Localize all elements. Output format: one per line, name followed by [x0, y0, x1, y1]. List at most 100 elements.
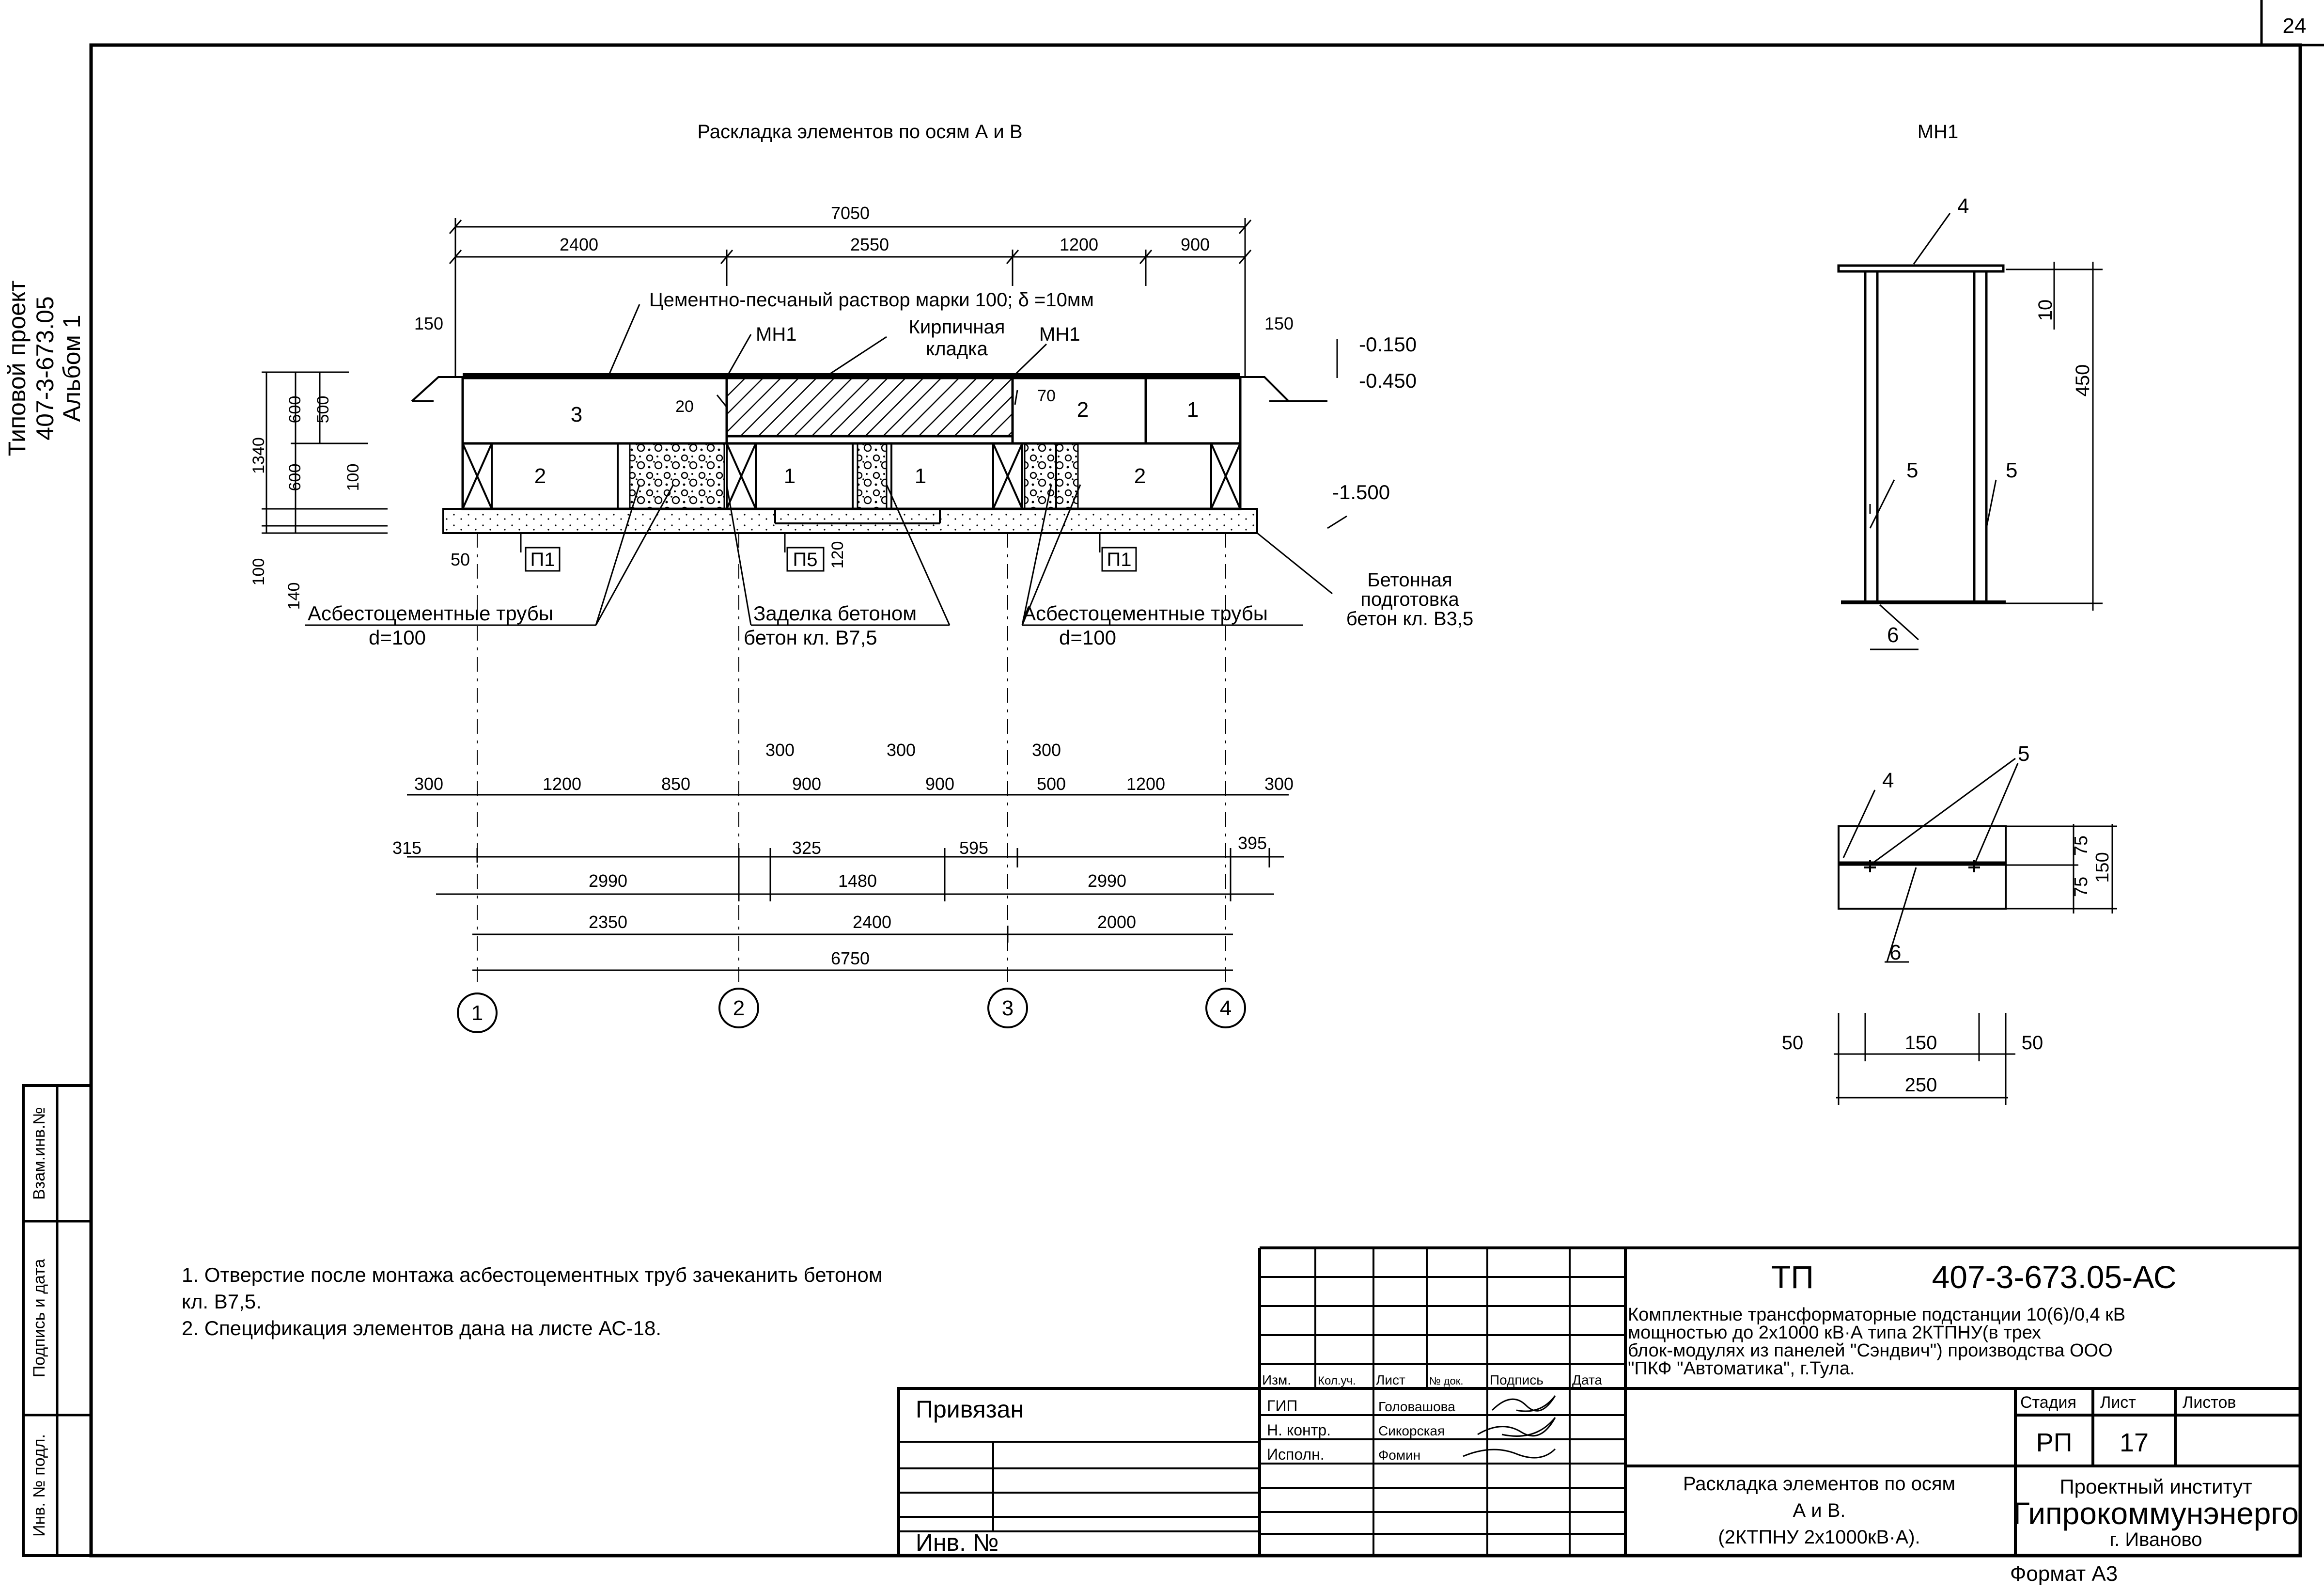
dim-label: 595	[959, 838, 988, 858]
dim-label: 395	[1238, 833, 1267, 853]
note-1: 1. Отверстие после монтажа асбестоцемент…	[182, 1263, 883, 1286]
axis-label: 1	[471, 1001, 483, 1025]
axis-label: 3	[1002, 996, 1014, 1020]
xsec-dim-50-right: 50	[2022, 1032, 2043, 1054]
dim-label: 100	[250, 558, 268, 586]
mh1-callout-6: 6	[1887, 623, 1899, 647]
dim-label: 2990	[1088, 871, 1126, 891]
mh1-callout-5-right: 5	[2006, 458, 2017, 482]
dim-label: 300	[887, 740, 916, 760]
block-number: 1	[1187, 398, 1199, 422]
mh1-callout-5-left: 5	[1906, 458, 1918, 482]
project-desc-1: Комплектные трансформаторные подстанции …	[1628, 1305, 2125, 1325]
project-desc-3: блок-модулях из панелей "Сэндвич") произ…	[1628, 1340, 2113, 1361]
dim-label: 500	[314, 396, 332, 424]
callout-mn1-left: МН1	[756, 324, 796, 345]
callout-mn1-right: МН1	[1039, 324, 1080, 345]
dim-label: 850	[661, 774, 690, 794]
asbestos-pipes-left-d: d=100	[369, 626, 426, 649]
role-gip: ГИП	[1267, 1397, 1297, 1415]
concrete-seal: Заделка бетоном	[753, 602, 917, 625]
notes: 1. Отверстие после монтажа асбестоцемент…	[182, 1263, 883, 1339]
side-stamp-label-1: Взам.инв.№	[30, 1107, 48, 1200]
dim-label: 900	[792, 774, 821, 794]
stamp-code: 407-3-673.05-АС	[1932, 1259, 2177, 1295]
dim-label: 2000	[1097, 912, 1136, 932]
elevation-mark: -0.450	[1359, 369, 1417, 392]
dim-label: 2990	[589, 871, 627, 891]
xsec-dim-150: 150	[2092, 852, 2113, 882]
dim-label: 100	[344, 464, 362, 491]
xsec-dim-75: 75	[2071, 877, 2091, 897]
dim-label: 600	[286, 396, 304, 424]
block-number: 1	[915, 464, 926, 488]
concrete-seal-grade: бетон кл. В7,5	[744, 626, 877, 649]
side-stamp-label-2: Подпись и дата	[30, 1259, 48, 1378]
dim-label: 900	[1181, 235, 1210, 254]
xsec-callout-6: 6	[1889, 941, 1901, 964]
slab-label-p1-right: П1	[1107, 549, 1132, 570]
inv-label: Инв. №	[916, 1529, 999, 1556]
side-title: Типовой проект 407-3-673.05 Альбом 1	[3, 281, 85, 457]
dim-label: 1340	[250, 437, 268, 474]
institute-city: г. Иваново	[2109, 1529, 2202, 1550]
axis-label: 4	[1220, 996, 1232, 1020]
sheet-title-1: Раскладка элементов по осям	[1683, 1473, 1955, 1495]
block-number: 1	[784, 464, 795, 488]
block-number: 2	[534, 464, 546, 488]
project-desc-2: мощностью до 2х1000 кВ·А типа 2КТПНУ(в т…	[1628, 1323, 2041, 1343]
brick-label-1: Кирпичная	[909, 316, 1005, 338]
rev-header: Дата	[1572, 1372, 1602, 1387]
asbestos-pipes-right: Асбестоцементные трубы	[1022, 602, 1268, 625]
dim-label: 50	[451, 550, 470, 569]
dim-label: 150	[1264, 314, 1294, 333]
xsec-callout-4: 4	[1882, 769, 1894, 792]
dim-label: 2400	[560, 235, 598, 254]
side-stamp-label-3: Инв. № подл.	[30, 1434, 48, 1537]
rev-header: Кол.уч.	[1318, 1374, 1356, 1387]
dim-label: 7050	[831, 203, 870, 223]
mh1-detail: 4 10 450 5 5 6	[1782, 194, 2117, 1105]
mortar-note: Цементно-песчаный раствор марки 100; δ =…	[649, 289, 1094, 311]
institute-name: Гипрокоммунэнерго	[2013, 1496, 2299, 1531]
elevation-mark: -1.500	[1332, 481, 1390, 504]
dim-label: 1200	[1060, 235, 1098, 254]
dim-label: 2350	[589, 912, 627, 932]
xsec-dim-50-left: 50	[1782, 1032, 1804, 1054]
note-2: 2. Спецификация элементов дана на листе …	[182, 1317, 661, 1339]
dim-label: 1200	[1126, 774, 1165, 794]
dim-label: 2550	[850, 235, 889, 254]
dim-label: 300	[765, 740, 795, 760]
concrete-base-3: бетон кл. В3,5	[1346, 608, 1474, 630]
detail-title: МН1	[1918, 121, 1958, 142]
block-number: 3	[571, 403, 582, 426]
sheets-header: Листов	[2183, 1393, 2236, 1412]
dim-label: 70	[1037, 387, 1056, 405]
slab-label-p5: П5	[793, 549, 818, 570]
dim-label: 140	[285, 583, 303, 610]
mh1-dim-450: 450	[2072, 364, 2093, 397]
name-ispoln: Фомин	[1378, 1448, 1420, 1463]
concrete-base-1: Бетонная	[1367, 569, 1452, 591]
slab-label-p1-left: П1	[530, 549, 555, 570]
role-ispoln: Исполн.	[1267, 1446, 1325, 1463]
sheet-title-2: А и В.	[1793, 1500, 1845, 1521]
xsec-dim-250: 250	[1905, 1074, 1937, 1096]
dim-label: 150	[414, 314, 443, 333]
bound-label: Привязан	[916, 1396, 1024, 1423]
section-drawing	[262, 218, 1347, 1033]
section-labels: 7050 2400 2550 1200 900 Цементно-песчаны…	[250, 203, 1473, 1025]
dim-label: 1480	[838, 871, 877, 891]
rev-header: Подпись	[1490, 1372, 1544, 1387]
asbestos-pipes-right-d: d=100	[1059, 626, 1116, 649]
dim-label: 600	[286, 464, 304, 491]
side-title-line3: Альбом 1	[58, 315, 85, 422]
section-title: Раскладка элементов по осям А и В	[697, 121, 1022, 142]
dim-label: 900	[925, 774, 954, 794]
title-block: ТП 407-3-673.05-АС Комплектные трансформ…	[897, 1246, 2302, 1586]
signatures	[1463, 1395, 1556, 1459]
dim-label: 500	[1037, 774, 1066, 794]
xsec-dim-75: 75	[2071, 835, 2091, 856]
dim-label: 300	[1264, 774, 1294, 794]
